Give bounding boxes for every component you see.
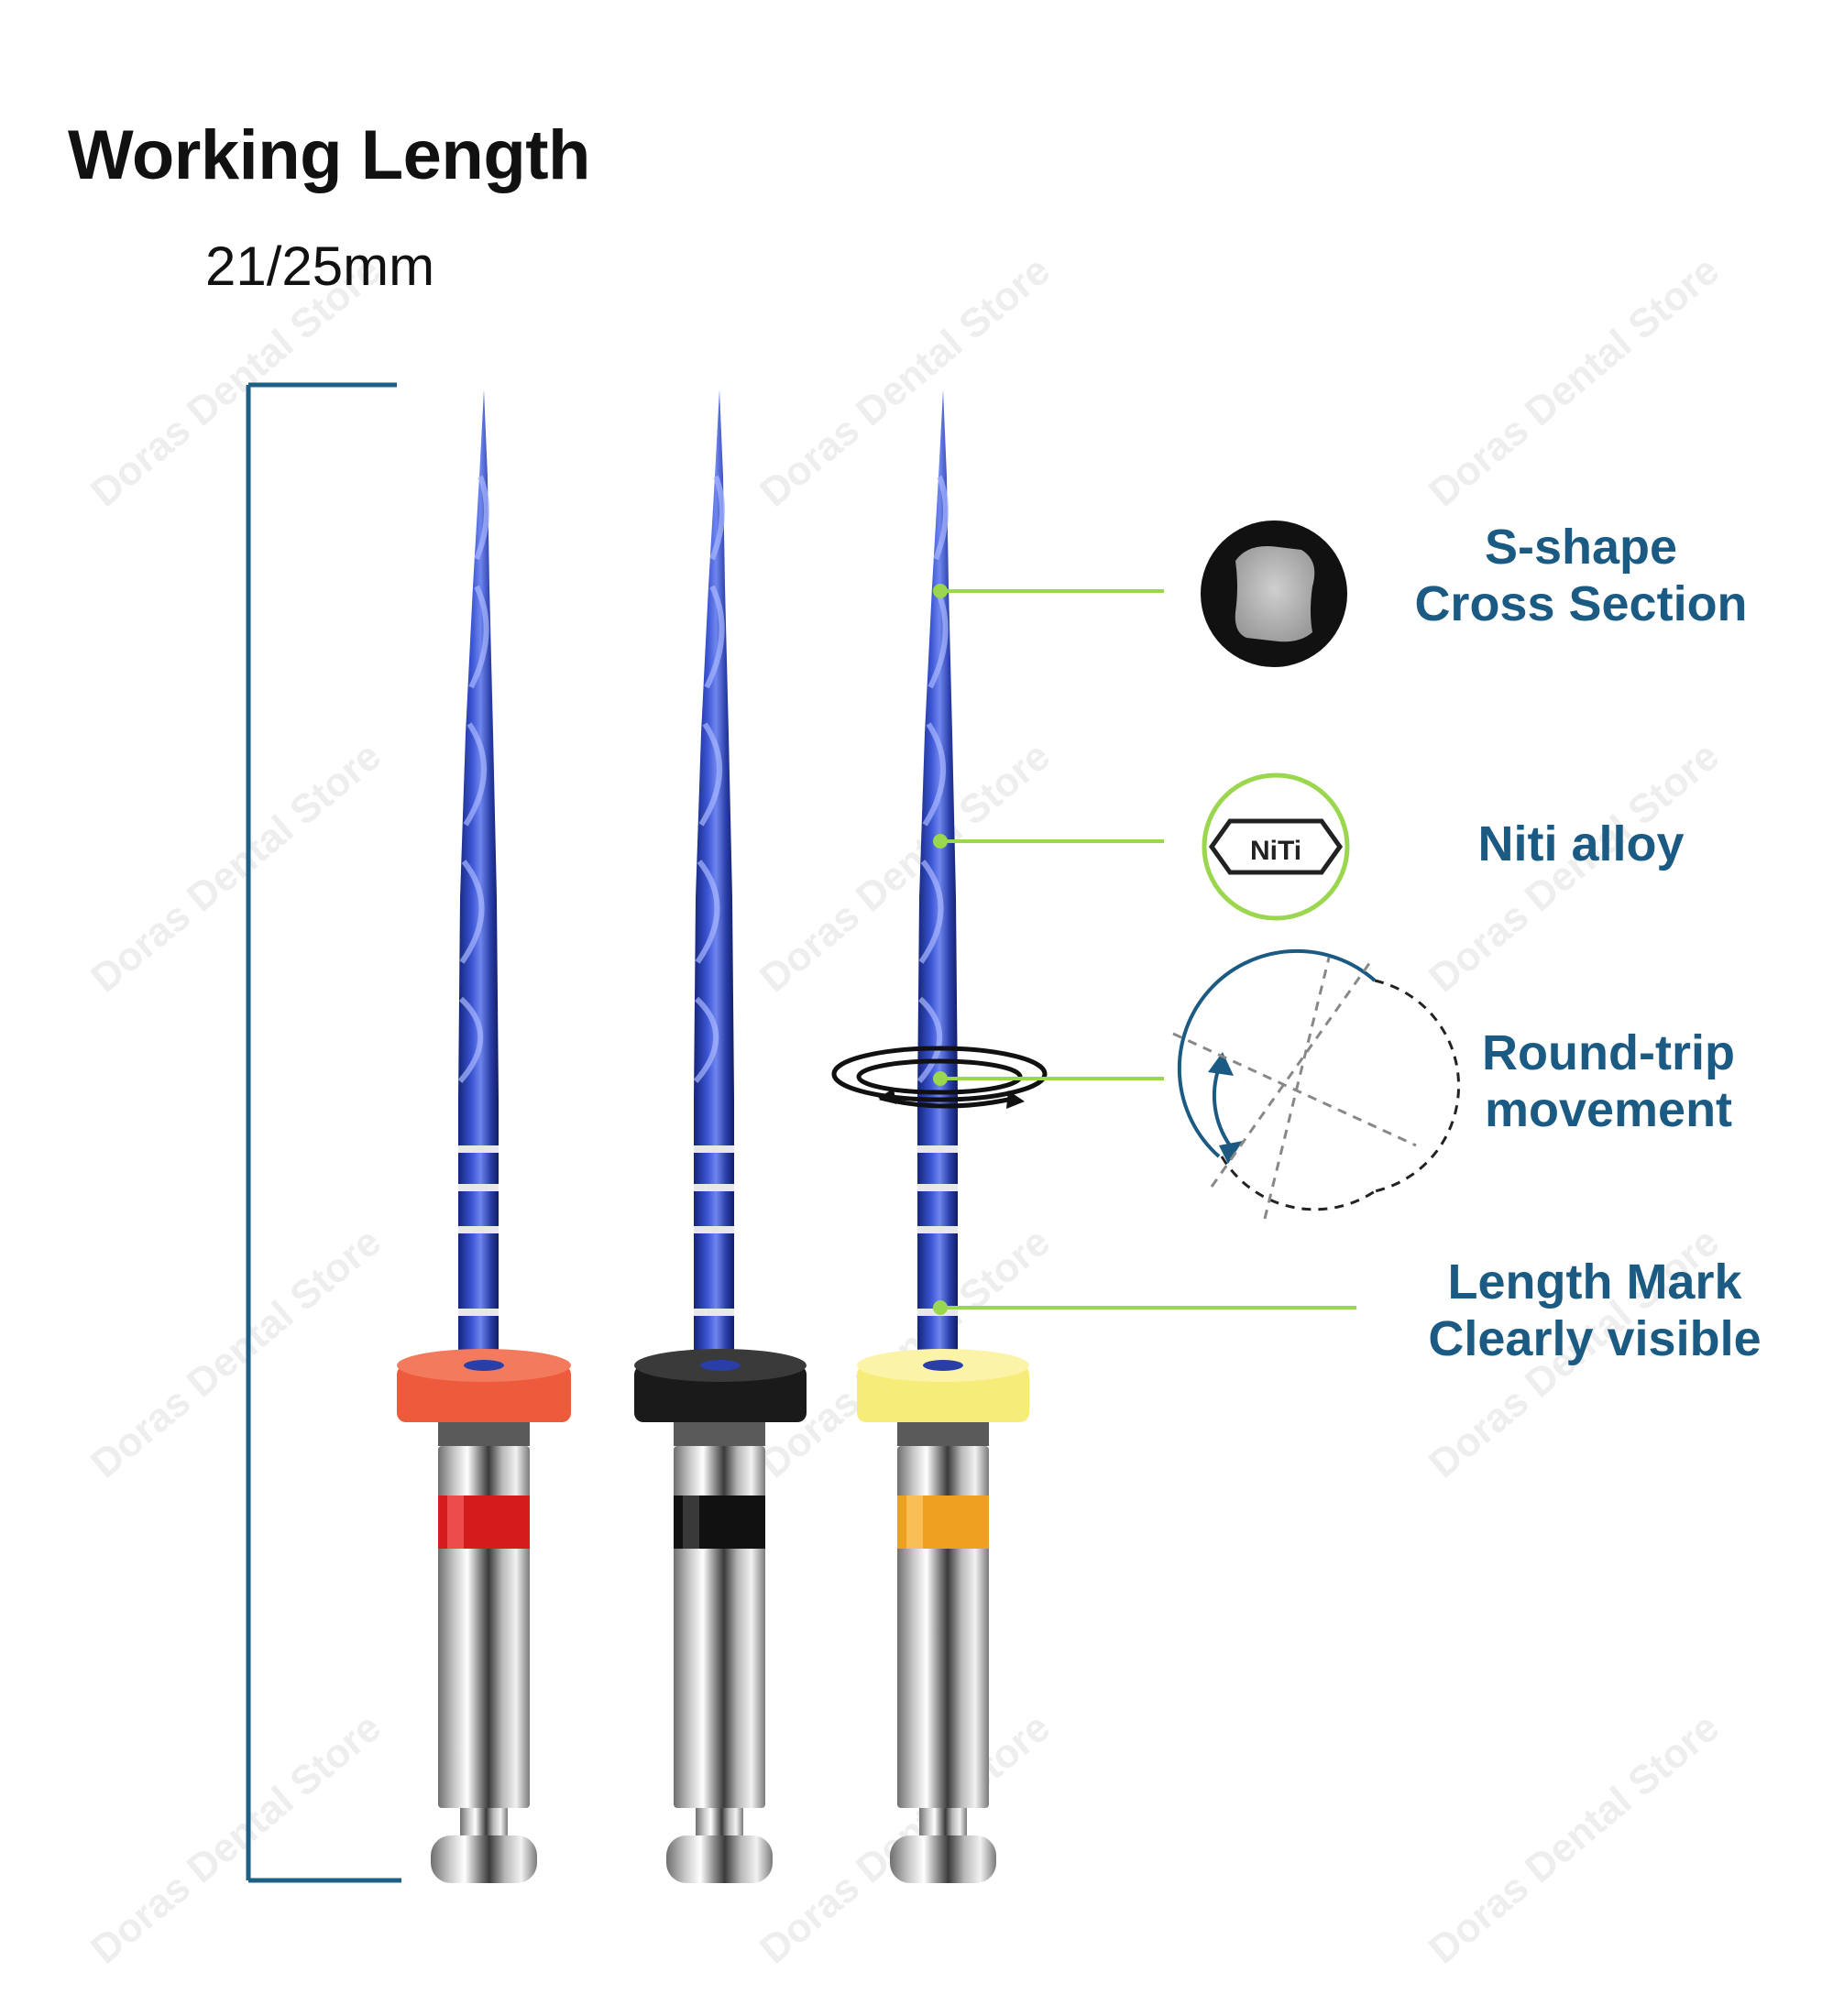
feature-line: Length Mark — [1447, 1255, 1742, 1309]
feature-niti-alloy: Niti alloy — [1388, 816, 1773, 872]
feature-round-trip-movement: Round-trip movement — [1416, 1024, 1801, 1138]
rotation-arrows-icon — [831, 1046, 1048, 1109]
feature-line: S-shape — [1484, 520, 1678, 575]
feature-cross-section: S-shape Cross Section — [1388, 519, 1773, 632]
feature-line: Clearly visible — [1428, 1311, 1762, 1366]
feature-line: Niti alloy — [1477, 816, 1685, 871]
round-trip-movement-icon — [1172, 948, 1461, 1220]
feature-line: Cross Section — [1414, 576, 1748, 631]
page-title: Working Length — [68, 116, 590, 194]
working-length-value: 21/25mm — [205, 236, 435, 297]
niti-badge-label: NiTi — [1250, 836, 1301, 866]
niti-badge-icon — [1202, 772, 1350, 921]
endo-file-red — [397, 389, 571, 1883]
cross-section-icon — [1201, 520, 1347, 667]
feature-line: movement — [1484, 1082, 1733, 1137]
leader-dots — [933, 584, 948, 1315]
feature-line: Round-trip — [1482, 1025, 1735, 1080]
feature-length-mark: Length Mark Clearly visible — [1388, 1254, 1801, 1367]
endo-file-black — [634, 389, 807, 1883]
leader-lines — [940, 589, 1356, 1309]
endo-file-yellow — [857, 389, 1029, 1883]
working-length-bracket — [246, 382, 401, 1883]
